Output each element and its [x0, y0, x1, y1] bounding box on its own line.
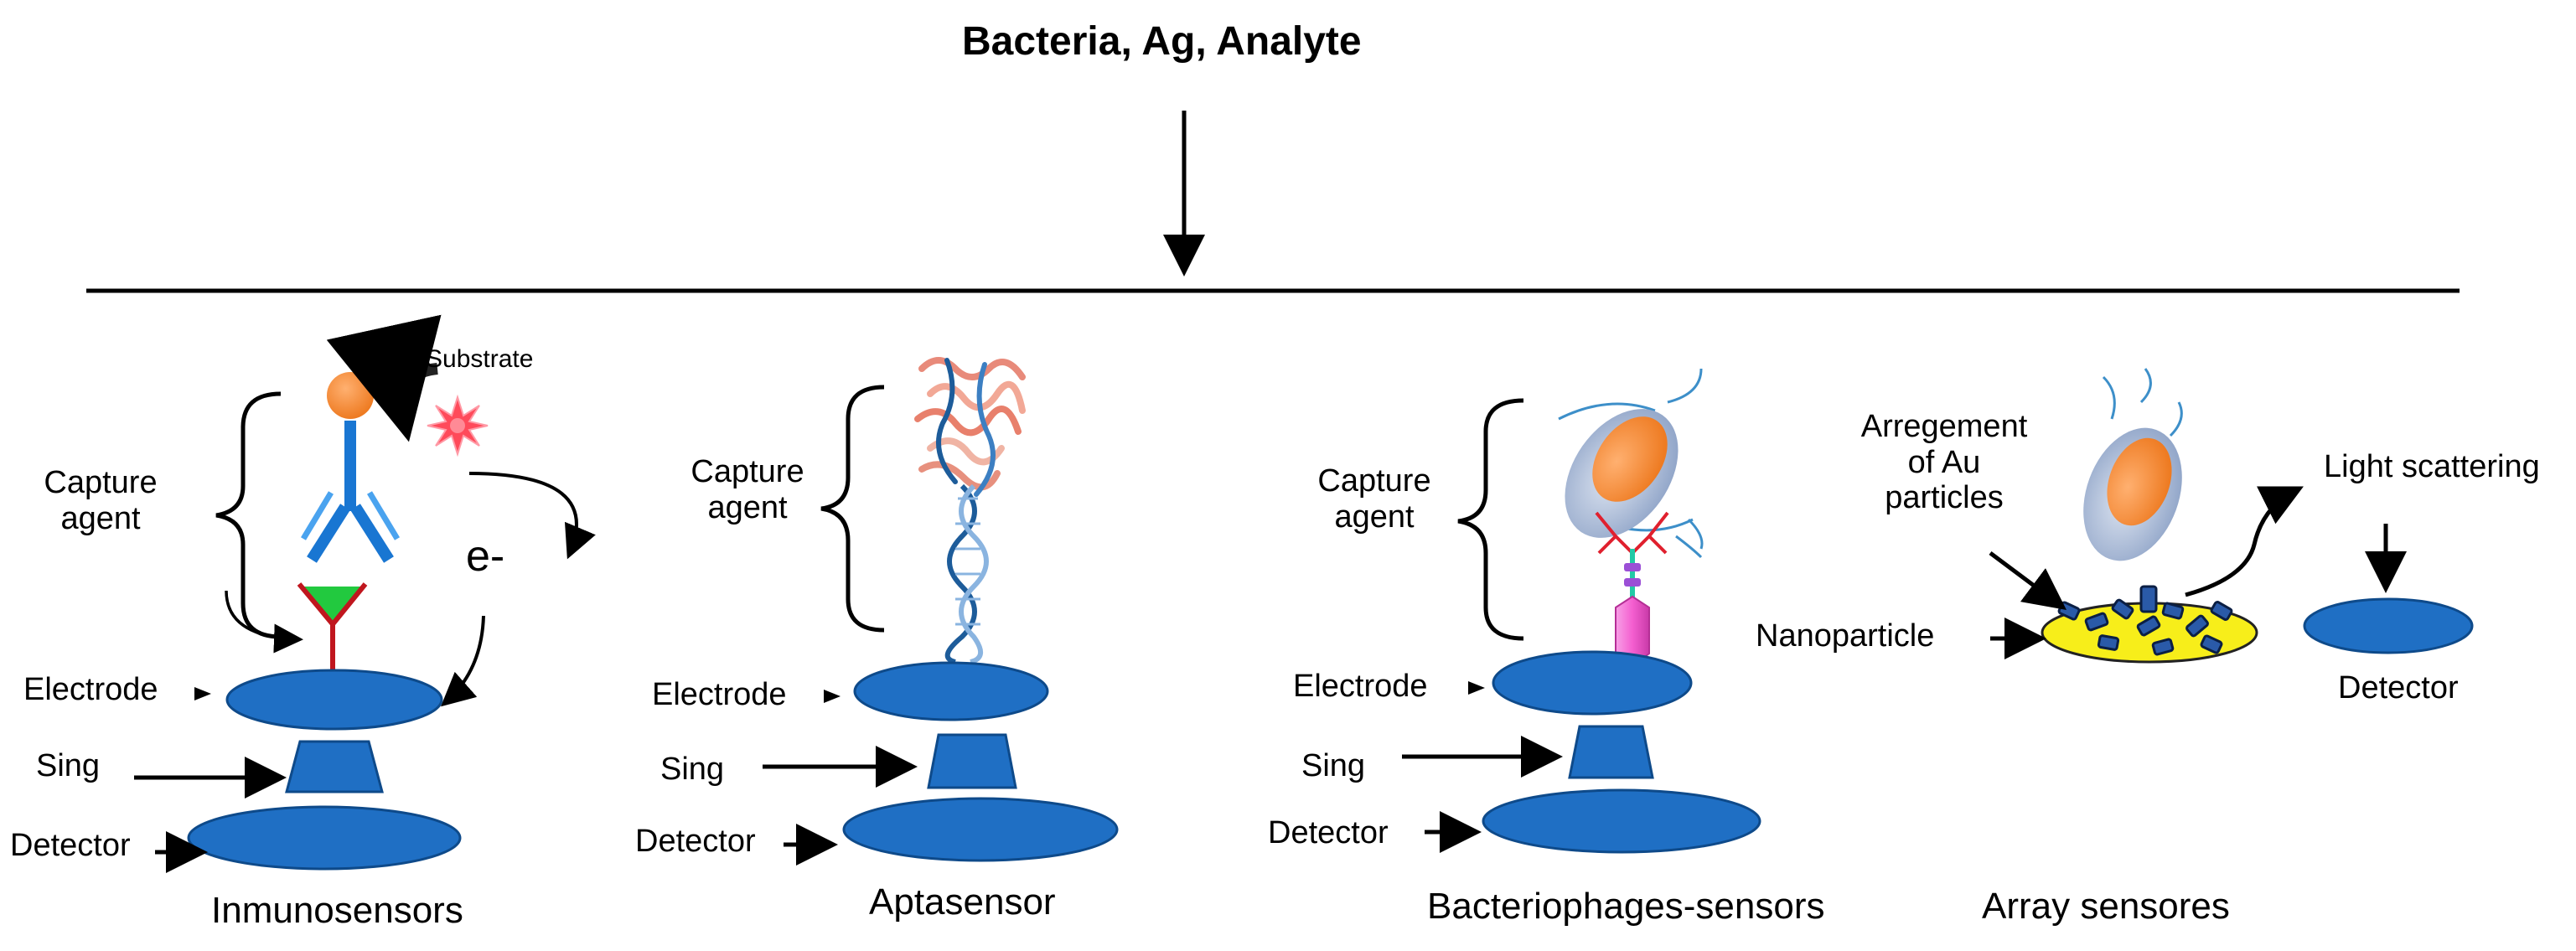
light-scattering-label: Light scattering: [2324, 449, 2540, 484]
detector-disc-3: [1482, 788, 1761, 854]
detector-disc-1: [187, 805, 462, 871]
nanoparticle-label: Nanoparticle: [1756, 618, 1935, 654]
signal-block-3: [1568, 725, 1654, 779]
electron-to-electrode-arrow: [441, 615, 485, 707]
capture-brace-1: [215, 391, 282, 639]
electrode-arrowhead-1: [194, 687, 211, 700]
receptor-icon: [299, 587, 365, 624]
panel-caption-4: Array sensores: [1982, 886, 2230, 927]
bacterium-icon-1: [1558, 368, 1704, 559]
scattering-arrow: [2185, 486, 2304, 597]
electrode-label-2: Electrode: [652, 677, 787, 712]
substrate-icon: [427, 394, 489, 457]
electrode-disc-2: [853, 661, 1049, 721]
arrangement-label: Arregement of Au particles: [1860, 409, 2028, 516]
capture-agent-label-1: Capture agent: [44, 465, 158, 536]
aptasensor-panel: [763, 357, 1119, 866]
bacteriophage-panel: [1402, 368, 1761, 854]
electrode-disc-3: [1492, 650, 1693, 716]
electrode-arrowhead-3: [1468, 681, 1485, 695]
detector-label-1: Detector: [10, 828, 131, 863]
detector-disc-4: [2303, 597, 2474, 654]
substrate-curve-arrow: [326, 314, 442, 442]
diagram-title: Bacteria, Ag, Analyte: [962, 19, 1362, 64]
aptamer-protein-icon: [914, 357, 1026, 497]
signal-label-2: Sing: [660, 752, 725, 787]
electron-label: e-: [466, 532, 505, 581]
antigen-icon: [327, 372, 374, 419]
substrate-label: Substrate: [426, 345, 534, 373]
electrode-disc-1: [225, 669, 443, 731]
array-panel: [1989, 368, 2474, 664]
panel-caption-2: Aptasensor: [869, 881, 1056, 923]
detector-label-3: Detector: [1268, 815, 1389, 850]
bacterium-icon-2: [2083, 368, 2183, 561]
antibody-icon: [300, 421, 401, 563]
signal-label-1: Sing: [36, 748, 101, 783]
electrode-arrowhead-2: [824, 690, 841, 703]
detector-label-4: Detector: [2338, 670, 2459, 705]
panel-caption-3: Bacteriophages-sensors: [1427, 886, 1825, 927]
capture-agent-label-3: Capture agent: [1317, 463, 1431, 535]
capture-brace-2: [820, 385, 885, 633]
panel-caption-1: Inmunosensors: [211, 890, 463, 931]
signal-block-2: [927, 733, 1017, 789]
immunosensor-panel: [134, 314, 596, 873]
signal-block-1: [285, 740, 384, 793]
dna-helix-icon: [944, 483, 989, 664]
detector-disc-2: [842, 797, 1119, 862]
electrode-label-1: Electrode: [23, 672, 158, 707]
capture-brace-3: [1457, 398, 1524, 641]
signal-label-3: Sing: [1301, 748, 1366, 783]
electrode-label-3: Electrode: [1293, 669, 1428, 704]
anchor-icon: [297, 582, 368, 670]
substrate-to-electron-arrow: [468, 472, 596, 560]
capture-agent-label-2: Capture agent: [691, 454, 804, 525]
arrangement-arrow: [1989, 550, 2067, 610]
detector-label-2: Detector: [635, 824, 756, 859]
